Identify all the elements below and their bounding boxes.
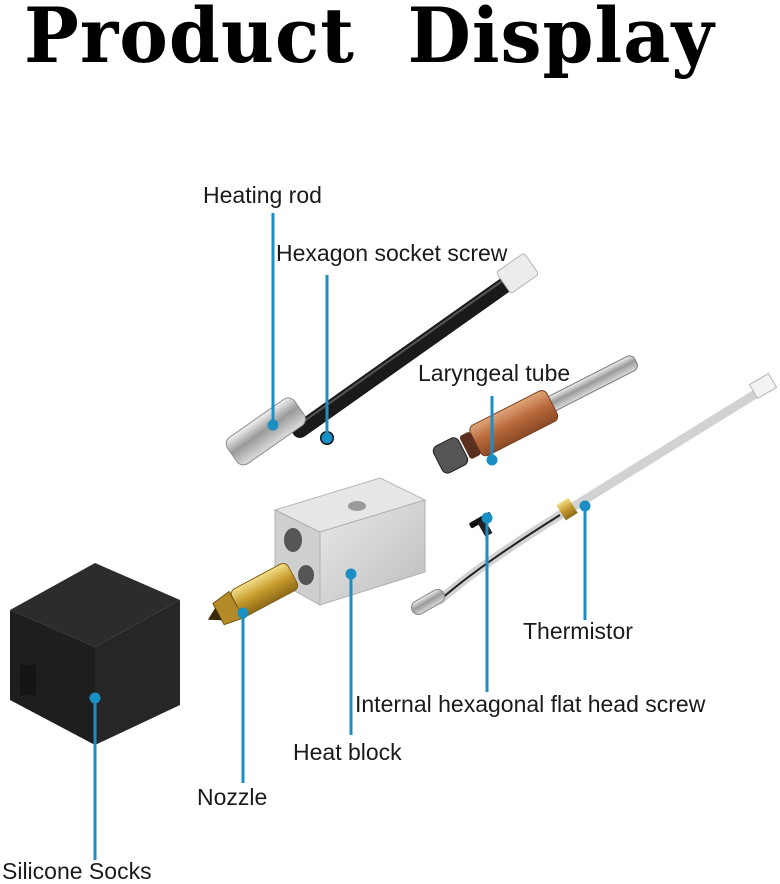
silicone-sock-part bbox=[10, 563, 180, 745]
label-heat-block: Heat block bbox=[293, 739, 402, 765]
label-thermistor: Thermistor bbox=[523, 618, 633, 644]
page-title: Product Display bbox=[24, 0, 715, 80]
label-internal-hexagonal-flat-head-screw: Internal hexagonal flat head screw bbox=[355, 691, 706, 717]
thermistor-part bbox=[410, 372, 778, 615]
label-heating-rod: Heating rod bbox=[203, 182, 322, 208]
label-hexagon-socket-screw: Hexagon socket screw bbox=[276, 240, 508, 266]
nozzle-part bbox=[207, 563, 299, 626]
label-nozzle: Nozzle bbox=[197, 784, 268, 810]
leader-lines bbox=[89, 213, 591, 860]
heat-block-part bbox=[273, 477, 427, 606]
heating-rod-part bbox=[225, 253, 539, 466]
label-laryngeal-tube: Laryngeal tube bbox=[418, 360, 571, 386]
label-silicone-socks: Silicone Socks bbox=[2, 858, 152, 884]
